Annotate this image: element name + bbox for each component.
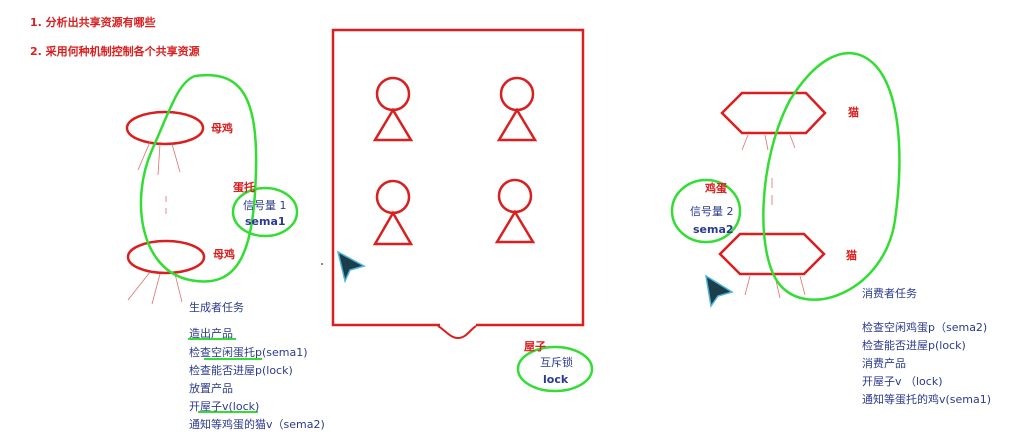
- producer-step-4: 放置产品: [189, 382, 233, 395]
- producer-resource-loop: [139, 73, 258, 283]
- cat-label-top: 猫: [848, 106, 859, 119]
- person-figure-4: [494, 178, 536, 244]
- note-line-1: 1. 分析出共享资源有哪些: [30, 16, 156, 29]
- hen-strokes: [127, 141, 183, 305]
- consumer-step-4: 开屋子v （lock): [862, 375, 943, 388]
- consumer-step-1: 检查空闲鸡蛋p（sema2): [862, 321, 988, 334]
- cat-top-shape: [720, 91, 827, 135]
- cat-bottom-shape: [718, 232, 826, 276]
- producer-underlines: [188, 338, 262, 413]
- person-figure-2: [496, 76, 538, 142]
- mutex-name: lock: [543, 373, 569, 386]
- note-line-2: 2. 采用何种机制控制各个共享资源: [30, 45, 200, 58]
- hen-label-bottom: 母鸡: [213, 248, 235, 261]
- person-figure-3: [372, 179, 414, 246]
- sema2-label: 信号量 2: [690, 205, 734, 218]
- mutex-label: 互斥锁: [540, 356, 573, 369]
- producer-step-3: 检查能否进屋p(lock): [189, 364, 293, 377]
- egg-tray-label: 蛋托: [233, 181, 255, 194]
- sema2-name: sema2: [693, 223, 734, 236]
- dot-mark: [321, 263, 323, 265]
- producer-step-2: 检查空闲蛋托p(sema1): [189, 346, 308, 359]
- person-figure-1: [372, 76, 414, 142]
- house-door-notch: [437, 325, 477, 340]
- house-label: 屋子: [524, 340, 546, 353]
- hen-top-shape: [125, 110, 205, 146]
- cat-label-bottom: 猫: [846, 249, 857, 262]
- house-outline: [331, 28, 585, 327]
- consumer-resource-loop: [762, 51, 901, 301]
- consumer-step-2: 检查能否进屋p(lock): [862, 339, 966, 352]
- hen-label-top: 母鸡: [211, 122, 233, 135]
- consumer-step-5: 通知等蛋托的鸡v(sema1): [862, 393, 992, 406]
- consumer-task-title: 消费者任务: [862, 287, 917, 300]
- producer-step-6: 通知等鸡蛋的猫v（sema2): [189, 418, 325, 431]
- hen-bottom-shape: [126, 239, 206, 275]
- sema2-circle: [670, 178, 742, 244]
- sema1-circle: [231, 186, 299, 238]
- egg-label: 鸡蛋: [705, 182, 727, 195]
- lock-circle: [516, 345, 594, 393]
- sema1-name: sema1: [245, 215, 286, 228]
- cursor-icon-2: [704, 274, 734, 308]
- consumer-step-3: 消费产品: [862, 357, 906, 370]
- sema1-label: 信号量 1: [243, 199, 287, 212]
- producer-task-title: 生成者任务: [189, 301, 244, 314]
- producer-step-1: 造出产品: [189, 327, 233, 340]
- cursor-icon: [336, 250, 366, 284]
- producer-step-5: 开屋子v(lock): [189, 400, 260, 413]
